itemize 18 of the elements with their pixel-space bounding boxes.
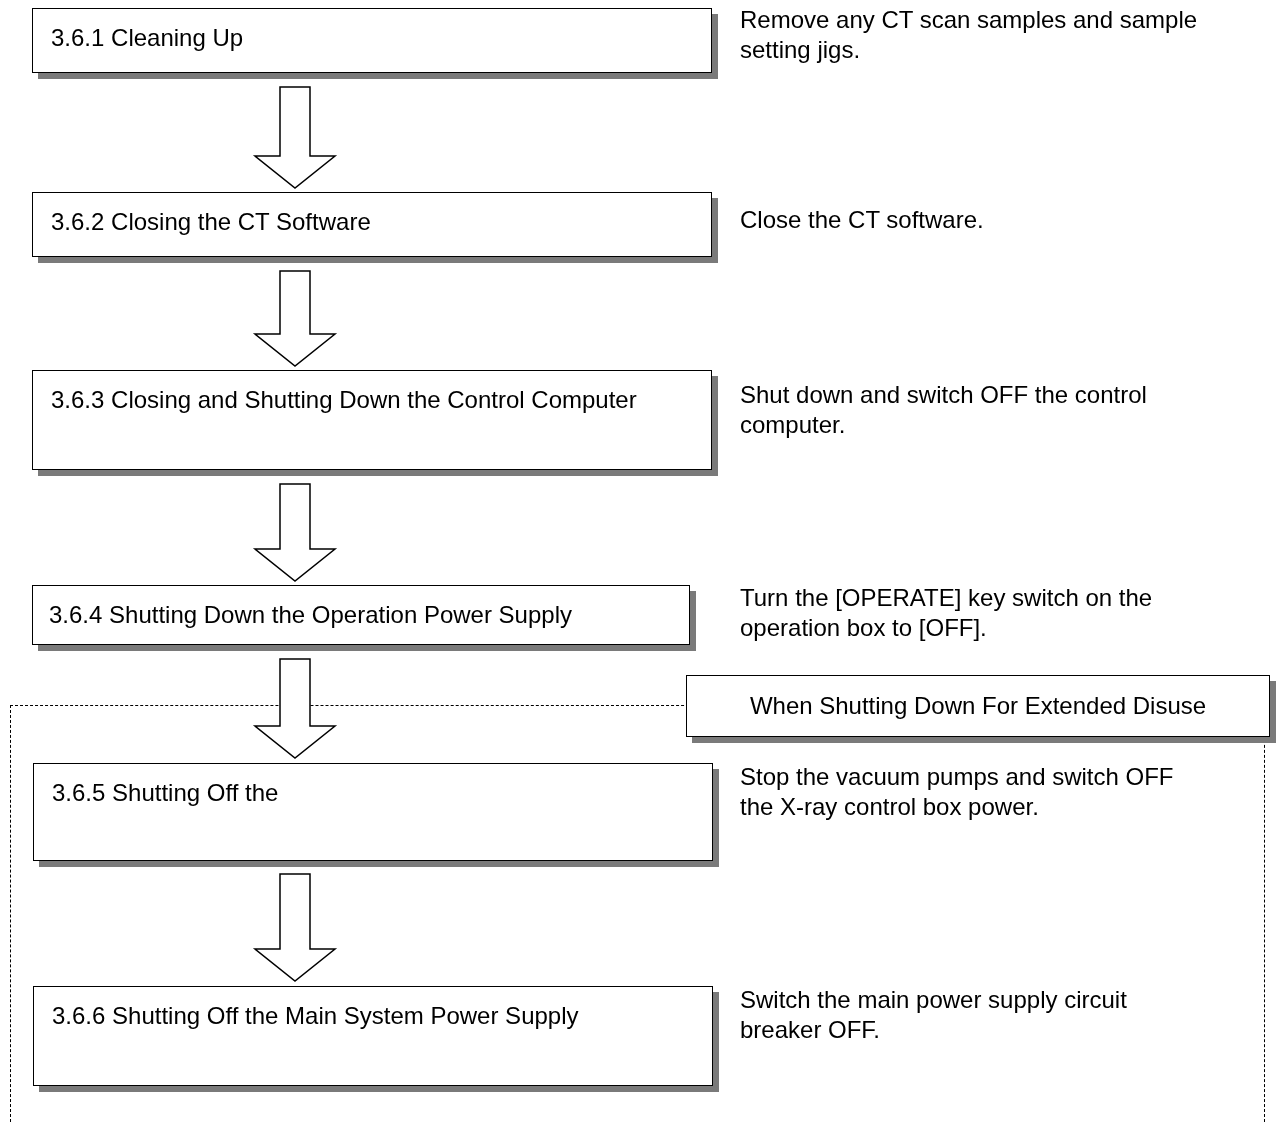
step-title: 3.6.1 Cleaning Up <box>51 24 244 51</box>
step-description: Remove any CT scan samples and sample setting jigs. <box>740 5 1199 65</box>
block-arrow <box>252 270 338 367</box>
block-arrow <box>252 658 338 759</box>
step-description: Switch the main power supply circuit breaker OFF. <box>740 985 1128 1045</box>
step-title: 3.6.5 Shutting Off the <box>52 779 279 806</box>
step-description: Turn the [OPERATE] key switch on the operation box to [OFF]. <box>740 583 1154 643</box>
group-title: When Shutting Down For Extended Disuse <box>749 692 1207 720</box>
step-title: 3.6.2 Closing the CT Software <box>51 208 371 235</box>
step-title: 3.6.4 Shutting Down the Operation Power Supply <box>49 600 572 630</box>
step-description: Shut down and switch OFF the control computer. <box>740 380 1148 440</box>
step-title: 3.6.3 Closing and Shutting Down the Control Computer <box>51 386 637 413</box>
block-arrow <box>252 483 338 582</box>
block-arrow <box>252 86 338 189</box>
step-description: Stop the vacuum pumps and switch OFF the X-ray control box power. <box>740 762 1175 822</box>
block-arrow <box>252 873 338 982</box>
step-description: Close the CT software. <box>740 205 985 235</box>
step-title: 3.6.6 Shutting Off the Main System Power Supply <box>52 1002 579 1029</box>
